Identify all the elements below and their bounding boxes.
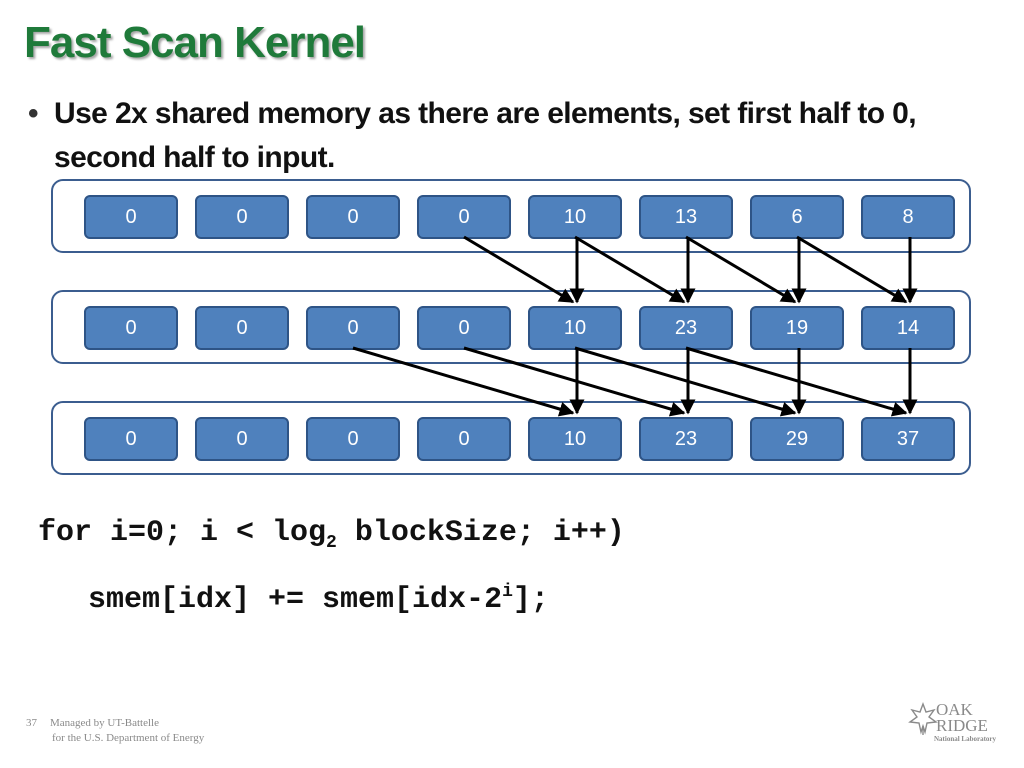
memory-cell-r3-c1: 0 (84, 417, 178, 461)
code-loop-prefix: for i=0; i < log (38, 516, 327, 550)
bullet-point: • Use 2x shared memory as there are elem… (28, 92, 988, 180)
code-body-suffix: ]; (512, 583, 549, 617)
footer-line-1: Managed by UT-Battelle (50, 717, 159, 729)
logo-word-ridge: RIDGE (936, 716, 988, 735)
bullet-text: Use 2x shared memory as there are elemen… (54, 97, 917, 174)
memory-cell-r3-c5: 10 (528, 417, 622, 461)
oak-ridge-logo: OAK RIDGE National Laboratory (908, 698, 1000, 746)
memory-cell-r1-c8: 8 (861, 195, 955, 239)
code-line-loop: for i=0; i < log2 blockSize; i++) (38, 516, 625, 553)
code-log-base: 2 (326, 533, 337, 553)
memory-cell-r1-c5: 10 (528, 195, 622, 239)
memory-cell-r3-c7: 29 (750, 417, 844, 461)
footer: 37 Managed by UT-Battelle for the U.S. De… (26, 716, 204, 746)
memory-cell-r1-c6: 13 (639, 195, 733, 239)
memory-cell-r2-c6: 23 (639, 306, 733, 350)
memory-cell-r2-c2: 0 (195, 306, 289, 350)
code-exponent: i (502, 582, 513, 602)
memory-cell-r2-c4: 0 (417, 306, 511, 350)
memory-cell-r1-c1: 0 (84, 195, 178, 239)
memory-cell-r2-c1: 0 (84, 306, 178, 350)
logo-word-oak: OAK (936, 700, 973, 719)
memory-cell-r1-c4: 0 (417, 195, 511, 239)
memory-cell-r3-c8: 37 (861, 417, 955, 461)
memory-cell-r1-c3: 0 (306, 195, 400, 239)
leaf-icon (908, 702, 938, 735)
memory-cell-r2-c5: 10 (528, 306, 622, 350)
memory-cell-r2-c3: 0 (306, 306, 400, 350)
memory-cell-r1-c7: 6 (750, 195, 844, 239)
page-number: 37 (26, 717, 37, 729)
code-loop-suffix: blockSize; i++) (336, 516, 625, 550)
memory-cell-r2-c7: 19 (750, 306, 844, 350)
memory-cell-r3-c6: 23 (639, 417, 733, 461)
code-line-body: smem[idx] += smem[idx-2i]; (88, 582, 549, 617)
slide-title: Fast Scan Kernel (24, 18, 366, 67)
memory-cell-r3-c3: 0 (306, 417, 400, 461)
memory-cell-r2-c8: 14 (861, 306, 955, 350)
bullet-marker: • (28, 97, 39, 130)
logo-subtitle: National Laboratory (934, 735, 997, 743)
memory-cell-r3-c2: 0 (195, 417, 289, 461)
memory-cell-r1-c2: 0 (195, 195, 289, 239)
memory-cell-r3-c4: 0 (417, 417, 511, 461)
code-body-prefix: smem[idx] += smem[idx-2 (88, 583, 503, 617)
footer-line-2: for the U.S. Department of Energy (52, 732, 205, 744)
